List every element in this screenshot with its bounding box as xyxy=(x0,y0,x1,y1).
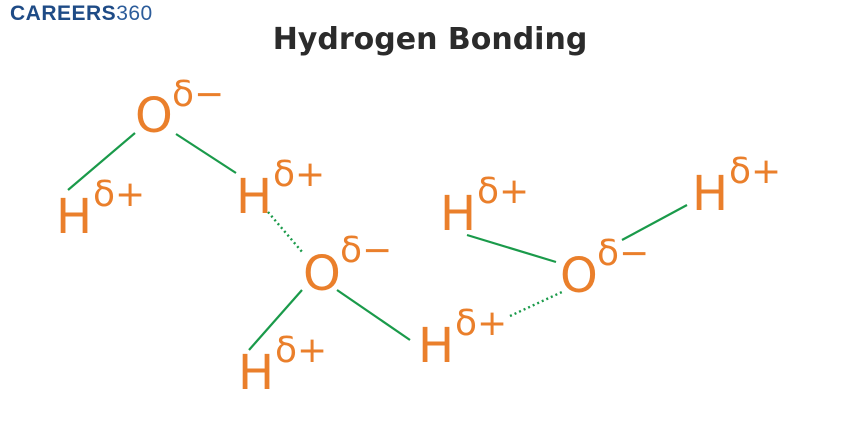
hbond-h2-o2 xyxy=(267,211,304,254)
bond-o2-h4 xyxy=(336,289,411,341)
svg-text:O: O xyxy=(303,246,341,302)
hbond-h4-o3 xyxy=(509,290,563,318)
atom-h5: H δ+ xyxy=(440,171,529,242)
atom-o3: O δ− xyxy=(560,233,649,304)
svg-text:δ+: δ+ xyxy=(455,303,507,344)
svg-text:H: H xyxy=(440,186,476,242)
svg-text:δ−: δ− xyxy=(172,74,224,115)
svg-text:δ+: δ+ xyxy=(275,330,327,371)
atom-h6: H δ+ xyxy=(692,151,781,222)
svg-text:O: O xyxy=(135,88,173,144)
svg-text:δ−: δ− xyxy=(340,230,392,271)
bond-o1-h2 xyxy=(175,133,237,174)
bond-o3-h6 xyxy=(621,204,688,241)
svg-text:H: H xyxy=(56,189,92,245)
svg-text:δ+: δ+ xyxy=(477,171,529,212)
svg-text:O: O xyxy=(560,248,598,304)
atom-h2: H δ+ xyxy=(236,154,325,225)
atom-o2: O δ− xyxy=(303,230,392,302)
logo-brand: CAREERS xyxy=(10,2,117,25)
diagram-title: Hydrogen Bonding xyxy=(272,22,588,57)
svg-text:δ+: δ+ xyxy=(93,174,145,215)
bond-o1-h1 xyxy=(67,132,136,191)
svg-text:H: H xyxy=(238,345,274,401)
svg-text:δ+: δ+ xyxy=(273,154,325,195)
logo-number: 360 xyxy=(116,2,153,25)
bond-h5-o3 xyxy=(466,233,557,264)
bond-o2-h3 xyxy=(248,289,303,351)
atom-o1: O δ− xyxy=(135,74,224,144)
svg-text:H: H xyxy=(418,318,454,374)
atom-h3: H δ+ xyxy=(238,330,327,401)
svg-text:H: H xyxy=(692,166,728,222)
svg-text:δ−: δ− xyxy=(597,233,649,274)
atom-h4: H δ+ xyxy=(418,303,507,374)
svg-text:H: H xyxy=(236,169,272,225)
atom-h1: H δ+ xyxy=(56,174,145,245)
svg-text:δ+: δ+ xyxy=(729,151,781,192)
careers360-logo[interactable]: CAREERS360 xyxy=(10,2,153,26)
